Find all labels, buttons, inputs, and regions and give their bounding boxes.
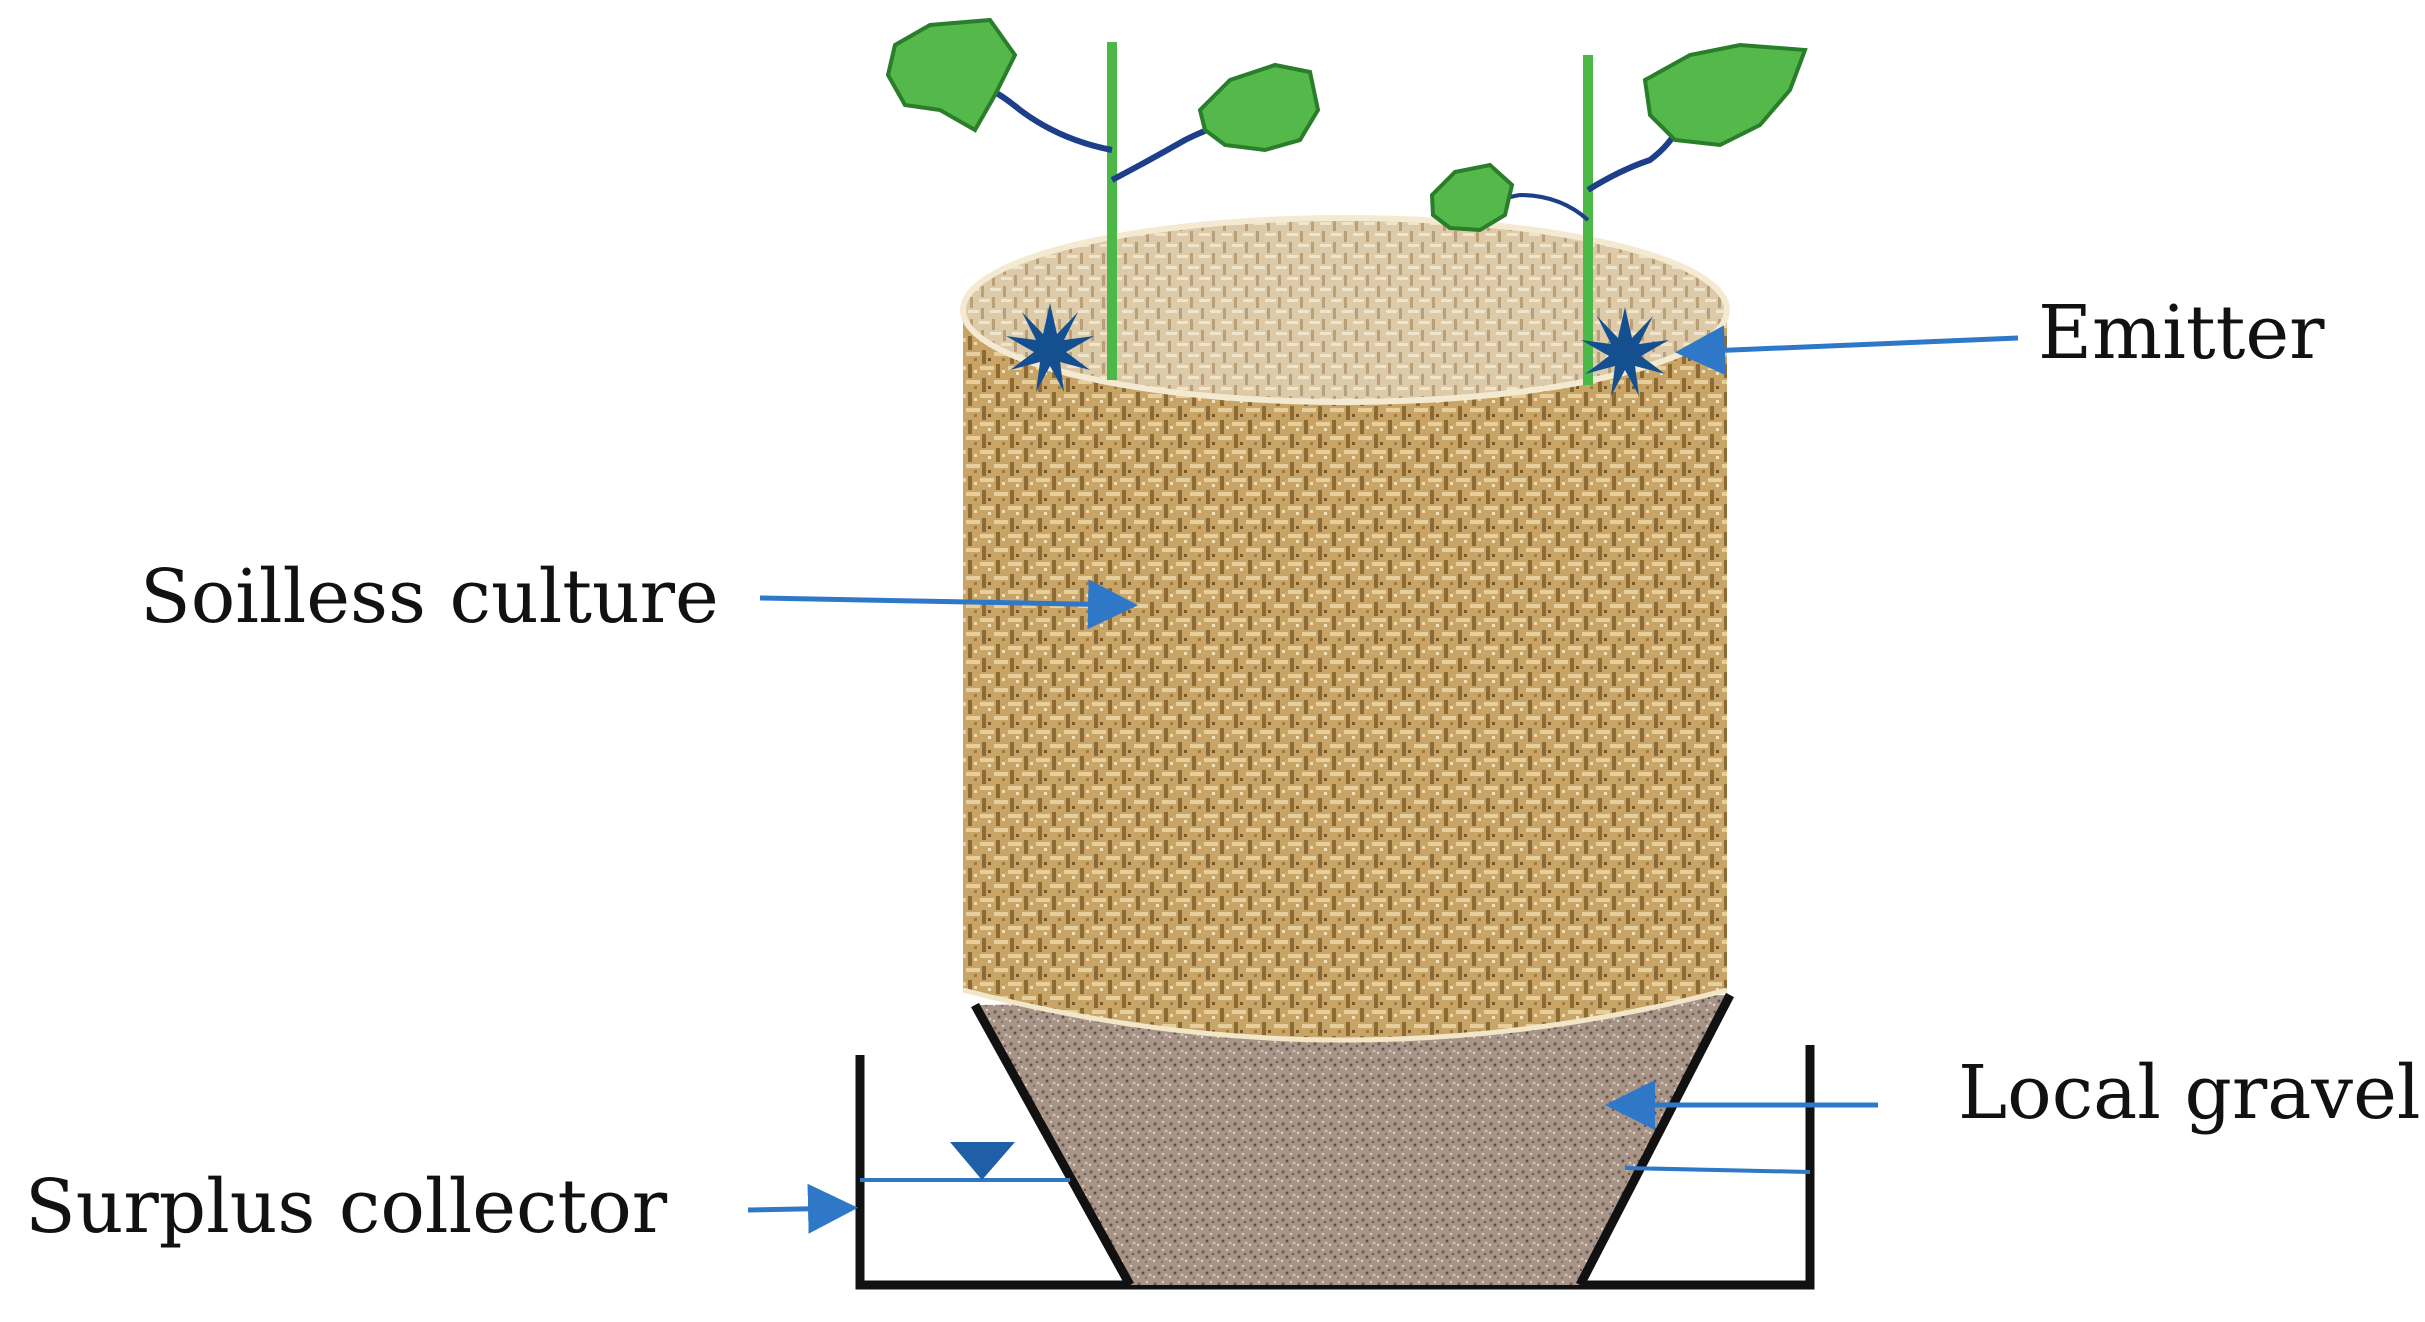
plant-right-leaf-right-icon: [1642, 42, 1808, 148]
soilless-culture-label: Soilless culture: [140, 554, 719, 640]
plant-right-petiole-right: [1586, 123, 1683, 193]
emitter-arrow: [1675, 325, 2019, 376]
surplus-collector-arrow: [747, 1183, 858, 1234]
emitter-label: Emitter: [2038, 290, 2325, 376]
substrate-cylinder: [963, 310, 1727, 1040]
emitter-right-icon: [1581, 307, 1669, 396]
plant-right-leaf-left-icon: [1429, 162, 1515, 233]
local-gravel-layer: [975, 995, 1730, 1285]
water-level-marker-icon: [950, 1142, 1015, 1180]
emitter-left-icon: [1006, 303, 1094, 392]
plant-right: [1429, 42, 1808, 385]
plant-left-leaf-right-icon: [1197, 62, 1321, 153]
cylinder-top-rim: [960, 215, 1730, 405]
local-gravel-label: Local gravel: [1958, 1050, 2421, 1136]
water-level-line-right: [1624, 1166, 1811, 1174]
gravel-funnel-wall-left: [971, 1002, 1134, 1288]
gravel-funnel-wall-right: [1576, 992, 1734, 1288]
surplus-collector-label: Surplus collector: [25, 1164, 668, 1250]
cylinder-bottom-rim: [962, 987, 1728, 1043]
plant-left: [885, 17, 1321, 380]
plant-left-leaf-left-icon: [885, 17, 1018, 133]
cylinder-opening: [963, 218, 1727, 402]
soilless-culture-arrow: [759, 579, 1138, 630]
